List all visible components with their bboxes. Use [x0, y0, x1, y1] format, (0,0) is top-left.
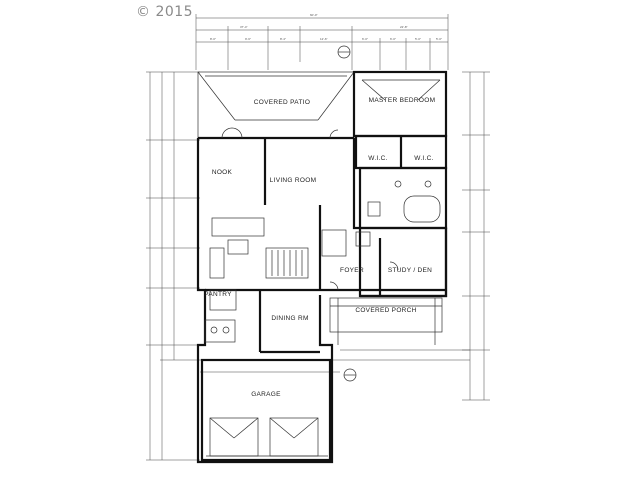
- room-labels: COVERED PATIO MASTER BEDROOM W.I.C. W.I.…: [204, 97, 435, 398]
- svg-text:6'-0": 6'-0": [362, 37, 368, 41]
- svg-text:5'-0": 5'-0": [415, 37, 421, 41]
- svg-text:6'-0": 6'-0": [390, 37, 396, 41]
- foyer-label: FOYER: [340, 267, 364, 274]
- svg-text:22'-8": 22'-8": [400, 25, 408, 29]
- wic-label-2: W.I.C.: [414, 155, 434, 162]
- main-walls: [196, 136, 448, 464]
- dimension-lines: [146, 14, 490, 461]
- covered-patio-label: COVERED PATIO: [254, 99, 310, 106]
- master-bedroom-label: MASTER BEDROOM: [369, 97, 436, 104]
- svg-text:5'-0": 5'-0": [436, 37, 442, 41]
- wic-label-1: W.I.C.: [368, 155, 388, 162]
- garage-label: GARAGE: [251, 391, 281, 398]
- svg-text:8'-4": 8'-4": [280, 37, 286, 41]
- door-swings: [221, 127, 399, 291]
- study-den-label: STUDY / DEN: [388, 267, 432, 274]
- covered-porch-label: COVERED PORCH: [355, 307, 416, 314]
- living-room-label: LIVING ROOM: [270, 177, 317, 184]
- dining-rm-label: DINING RM: [271, 315, 308, 322]
- svg-text:8'-0": 8'-0": [210, 37, 216, 41]
- svg-text:9'-6": 9'-6": [245, 37, 251, 41]
- dimension-text: 60'-0" 37'-4" 22'-8" 8'-0" 9'-6" 8'-4" 1…: [210, 13, 442, 41]
- kitchen-details: [204, 217, 443, 345]
- garage-doors: [206, 417, 328, 457]
- nook-label: NOOK: [212, 169, 233, 176]
- master-bedroom-area: [352, 70, 448, 230]
- svg-text:60'-0": 60'-0": [310, 13, 318, 17]
- compass-markers: [337, 45, 357, 382]
- svg-text:37'-4": 37'-4": [240, 25, 248, 29]
- svg-text:12'-6": 12'-6": [320, 37, 328, 41]
- copyright-text: © 2015: [136, 4, 194, 20]
- pantry-label: PANTRY: [204, 291, 232, 298]
